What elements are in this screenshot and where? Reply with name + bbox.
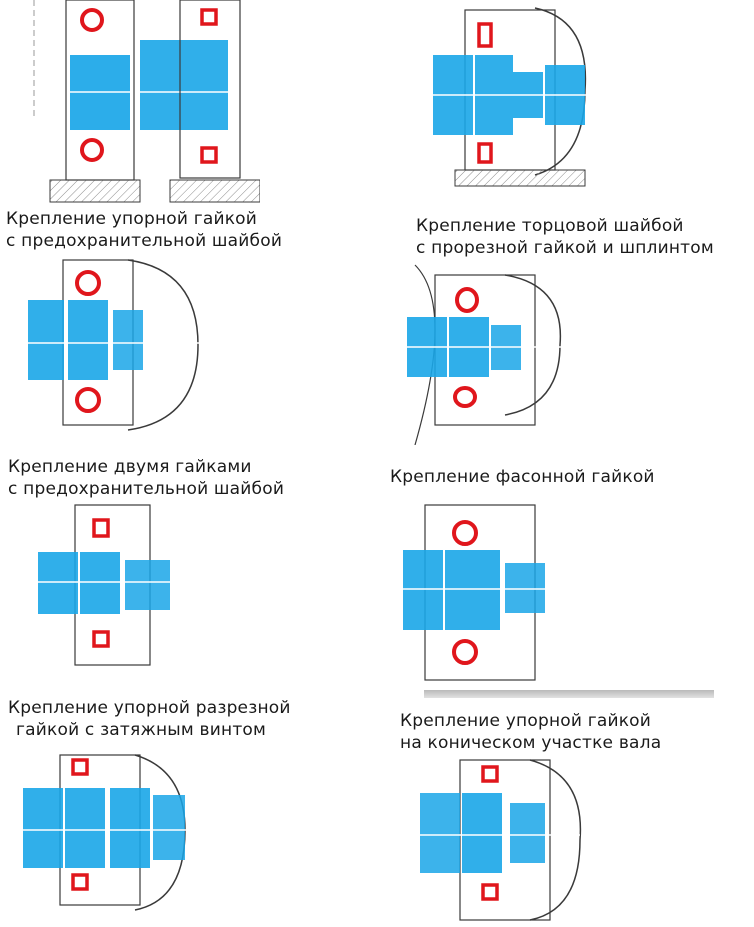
red-seal-marker [71,758,89,776]
red-seal-marker [200,8,218,26]
red-ring-marker [75,387,101,413]
bearing-diagram-shaped-nut-lower [395,504,560,681]
red-seal-marker [481,765,499,783]
caption-thrust-nut-conical-shaft: Крепление упорной гайкой на коническом у… [400,711,662,753]
bearing-diagram-shaped-nut [400,264,575,445]
caption-shaped-nut: Крепление фасонной гайкой [390,467,655,487]
red-ring-marker [80,8,104,32]
bearing-diagram-two-nuts-lock-washer [23,259,208,431]
bearing-diagram-end-washer-slotted-nut [425,7,595,187]
bearing-diagram-two-nuts-lower [30,504,190,666]
red-ring-marker [455,287,479,313]
red-ring-marker [452,639,478,665]
red-ring-marker [75,270,101,296]
red-ring-marker [453,386,477,408]
caption-two-nuts-lock-washer: Крепление двумя гайками с предохранитель… [8,457,285,499]
red-ring-marker [452,520,478,546]
bearing-diagram-thrust-nut-conical-shaft [410,759,582,921]
red-seal-marker [477,22,493,48]
red-ring-marker [80,138,104,162]
caption-split-nut-clamping-screw: Крепление упорной разрезной гайкой с зат… [8,698,291,740]
bearing-diagram-thrust-nut-lock-washer [33,0,260,203]
red-seal-marker [481,883,499,901]
red-seal-marker [92,518,110,538]
scan-artifact-bar [424,690,714,698]
red-seal-marker [200,146,218,164]
red-seal-marker [92,630,110,648]
bearing-diagram-split-nut-clamping-screw [15,754,195,911]
caption-end-washer-slotted-nut: Крепление торцовой шайбой с прорезной га… [416,216,714,258]
red-seal-marker [71,873,89,891]
caption-thrust-nut-lock-washer: Крепление упорной гайкой с предохранител… [6,209,283,251]
red-seal-marker [477,142,493,164]
